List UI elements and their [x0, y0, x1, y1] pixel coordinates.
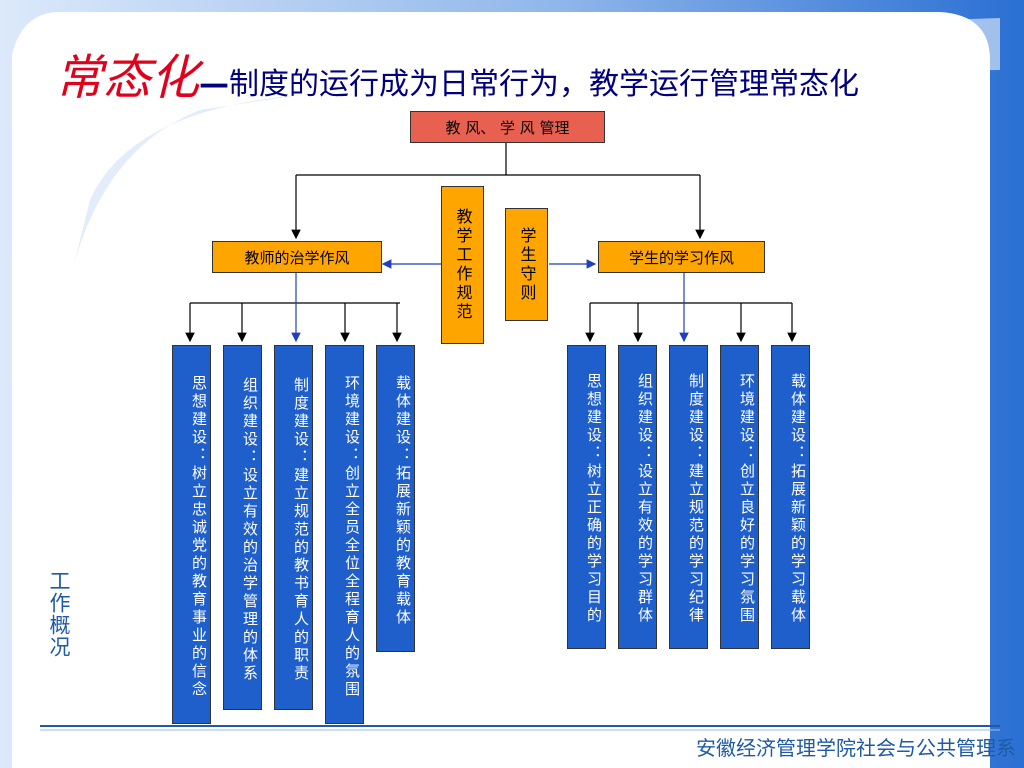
top-box-style-management: 教 风、 学 风 管理: [410, 111, 605, 143]
teacher-item-environment: 环境建设：创立全员全位全程育人的氛围: [325, 345, 364, 724]
teacher-style-box: 教师的治学作风: [212, 241, 382, 273]
student-item-carrier: 载体建设：拓展新颖的学习载体: [771, 345, 810, 649]
student-code-box: 学生守则: [505, 208, 548, 321]
student-item-organization: 组织建设：设立有效的学习群体: [618, 345, 657, 649]
teacher-item-thought: 思想建设：树立忠诚党的教育事业的信念: [172, 345, 211, 724]
teacher-item-organization: 组织建设：设立有效的治学管理的体系: [223, 345, 262, 710]
student-style-box: 学生的学习作风: [598, 241, 765, 273]
student-item-environment: 环境建设：创立良好的学习氛围: [720, 345, 759, 649]
title-dash: —: [199, 67, 230, 102]
teacher-item-system: 制度建设：建立规范的教书育人的职责: [274, 345, 313, 710]
side-label: 工作概况: [47, 570, 71, 658]
title-text: 制度的运行成为日常行为，教学运行管理常态化: [229, 67, 860, 102]
footer-org-name: 安徽经济管理学院社会与公共管理系: [696, 736, 1016, 760]
teaching-norms-box: 教学工作规范: [441, 186, 484, 344]
student-item-system: 制度建设：建立规范的学习纪律: [669, 345, 708, 649]
slide-title: 常态化—制度的运行成为日常行为，教学运行管理常态化: [55, 38, 859, 108]
title-emphasis: 常态化: [55, 50, 200, 106]
student-item-thought: 思想建设：树立正确的学习目的: [567, 345, 606, 649]
teacher-item-carrier: 载体建设：拓展新颖的教育载体: [376, 345, 415, 652]
